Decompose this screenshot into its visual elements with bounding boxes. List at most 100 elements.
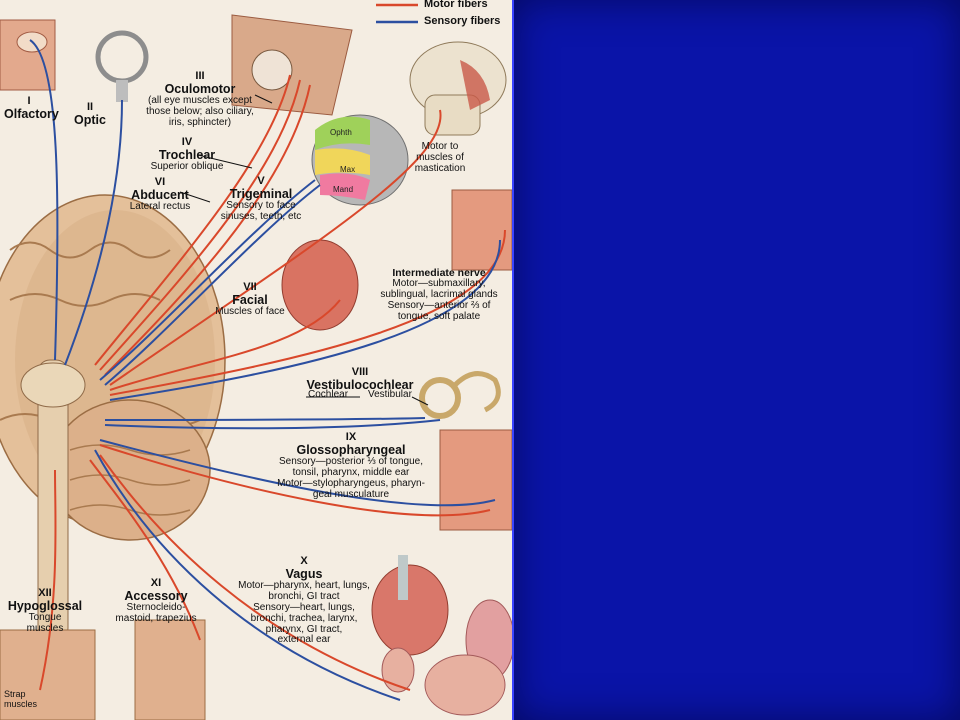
optic-stalk [116, 80, 128, 102]
cochlear-label: Cochlear [308, 389, 349, 400]
vestibular-label: Vestibular [368, 389, 412, 400]
nerve-desc: bronchi, trachea, larynx, [250, 612, 358, 624]
nerve-desc: bronchi, GI tract [268, 591, 340, 603]
oculomotor-leader [254, 94, 273, 104]
nerve-number: X [300, 555, 308, 567]
olfactory-fiber [29, 39, 59, 361]
glossopharyngeal-sensory-fiber [99, 439, 496, 507]
nerve-desc: Superior oblique [150, 161, 224, 173]
nerve-number: III [195, 70, 205, 82]
nerve-desc: Sensory to face [226, 200, 296, 212]
nerve-label-VII: VII Facial Muscles of face [205, 281, 295, 318]
nerve-desc: Lateral rectus [129, 201, 191, 213]
face-region-ophth: Ophth [330, 128, 352, 137]
intermediate-title: Intermediate nerve [392, 267, 486, 279]
nerve-desc: Sensory—posterior ⅓ of tongue, [279, 456, 423, 468]
vagus-sensory-fiber [94, 449, 401, 701]
nerve-desc: those below; also ciliary, [146, 106, 254, 118]
vestibular-fiber [104, 419, 441, 430]
eye-muscles-globe [251, 49, 293, 91]
nasal-cavity-image [451, 189, 512, 271]
nerve-desc: muscles [26, 623, 64, 635]
nerve-number: IV [181, 136, 193, 148]
external-ear-image [381, 647, 415, 693]
cerebellum-folia [69, 444, 191, 456]
annotation-line: tongue, soft palate [397, 310, 481, 322]
lungs-image [371, 564, 449, 656]
neck-accessory-image [134, 619, 206, 720]
annotation-line: Motor to [421, 141, 459, 152]
nerve-number: VI [154, 176, 166, 188]
annotation-line: Motor—submaxillary, [392, 278, 486, 290]
nerve-name: Olfactory [4, 106, 59, 121]
hypoglossal-fiber [39, 469, 57, 691]
nerve-name: Accessory [124, 588, 188, 603]
nerve-desc: sinuses, teeth, etc [220, 211, 302, 223]
anatomy-illustration: Ophth Max Mand [0, 3, 512, 720]
nerve-name: Glossopharyngeal [296, 442, 406, 457]
nerve-number: V [257, 175, 265, 187]
maxillary-zone [315, 148, 370, 175]
mastication-motor-fiber [109, 109, 442, 386]
strap-muscles-annotation: Strap muscles [4, 689, 44, 709]
nerve-desc: pharynx, GI tract, [265, 623, 343, 635]
annotation-line: Sensory—anterior ⅔ of [387, 299, 491, 311]
nerve-name: Vagus [285, 566, 323, 581]
eye-muscles-image [231, 14, 353, 116]
intestines-image [424, 654, 506, 716]
glossopharyngeal-motor-fiber [99, 444, 491, 517]
nerve-label-VI: VI Abducent Lateral rectus [120, 176, 200, 213]
annotation-line: Strap [4, 689, 26, 699]
nerve-name: Abducent [131, 187, 189, 202]
nerve-desc: tonsil, pharynx, middle ear [292, 467, 410, 479]
oculomotor-fiber [94, 74, 291, 366]
nerve-number: IX [345, 431, 357, 443]
cranial-nerves-figure: Ophth Max Mand Motor fibers Sensory fibe… [0, 0, 512, 720]
vagus-motor-fiber [99, 454, 411, 691]
nerve-desc: Tongue [28, 612, 62, 624]
trigeminal-sensory-fiber-2 [104, 184, 321, 386]
trochlear-fiber [99, 79, 301, 371]
face-region-max: Max [340, 165, 355, 174]
legend-motor-label: Motor fibers [424, 0, 488, 10]
nerve-name: Trochlear [158, 147, 216, 162]
intermediate-nerve-annotation: Intermediate nerve Motor—submaxillary, s… [370, 267, 508, 323]
nerve-name: Trigeminal [229, 186, 293, 201]
nerve-number: II [86, 101, 94, 113]
nerve-desc: iris, sphincter) [168, 116, 232, 128]
trigeminal-sensory-fiber [99, 179, 316, 381]
mandibular-zone [320, 173, 370, 200]
nerve-name: Vestibulocochlear [306, 377, 414, 392]
inner-ear-image [419, 377, 461, 419]
ophthalmic-zone [315, 116, 370, 150]
trochlear-leader [197, 154, 253, 169]
pons [20, 362, 86, 408]
nerve-number: VIII [351, 366, 369, 378]
nerve-label-IX: IX Glossopharyngeal Sensory—posterior ⅓ … [272, 431, 430, 501]
trachea-image [398, 555, 408, 600]
nerve-label-I: I Olfactory [4, 95, 59, 121]
blue-content-panel [512, 0, 960, 720]
brain-gyri [9, 241, 171, 259]
olfactory-region-image [0, 19, 56, 91]
annotation-line: muscles of [416, 151, 464, 163]
temporalis-muscle [460, 60, 490, 110]
cerebellum-folia [69, 504, 191, 516]
nerve-label-V: V Trigeminal Sensory to face sinuses, te… [206, 175, 316, 223]
nerve-label-IV: IV Trochlear Superior oblique [132, 136, 242, 173]
nerve-label-X: X Vagus Motor—pharynx, heart, lungs, bro… [234, 555, 374, 646]
nerve-number: XII [38, 587, 52, 599]
accessory-fiber [89, 459, 201, 641]
nerve-desc: geal musculature [312, 488, 390, 500]
nerve-name: Facial [232, 292, 268, 307]
nerve-number: XI [150, 577, 162, 589]
vestibular-leader [411, 396, 429, 406]
nerve-desc: mastoid, trapezius [115, 613, 197, 625]
face-region-mand: Mand [333, 185, 353, 194]
semicircular-canals [453, 371, 501, 413]
vestibulocochlear-fiber [104, 417, 426, 421]
facial-motor-fiber [109, 299, 341, 391]
nerve-desc: Motor—pharynx, heart, lungs, [238, 580, 370, 592]
nerve-name: Oculomotor [164, 81, 236, 96]
